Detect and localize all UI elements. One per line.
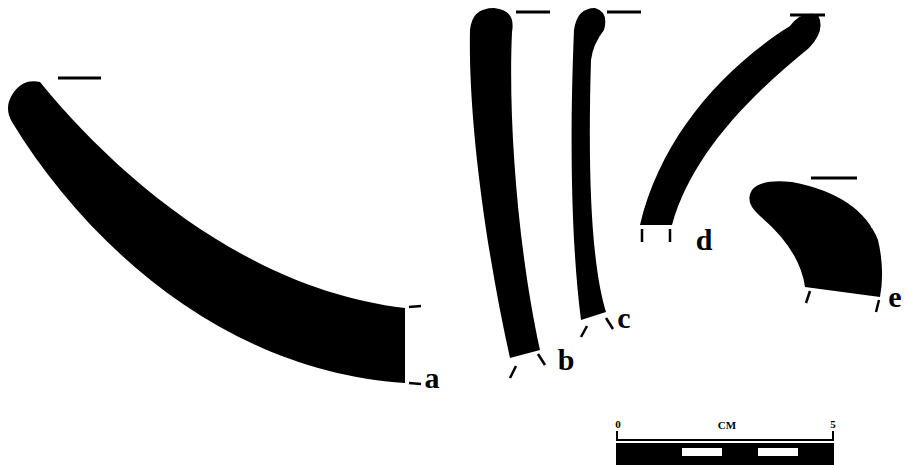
scale-number: 5 — [830, 419, 836, 430]
profile-letter: d — [696, 225, 713, 255]
scale-unit: CM — [718, 420, 736, 431]
orientation-ticks — [58, 12, 857, 178]
profile-c — [572, 8, 606, 320]
decoration-notches — [823, 186, 875, 228]
profile-e — [749, 181, 882, 297]
profile-letter: c — [617, 303, 630, 333]
profile-letter: b — [558, 345, 575, 375]
profile-letter: e — [888, 282, 901, 312]
scale-bar — [616, 431, 834, 465]
scale-number: 0 — [615, 419, 621, 430]
profile-letter: a — [425, 363, 440, 393]
break-ticks — [409, 229, 879, 384]
profile-a — [8, 81, 405, 383]
profile-b — [470, 8, 540, 358]
